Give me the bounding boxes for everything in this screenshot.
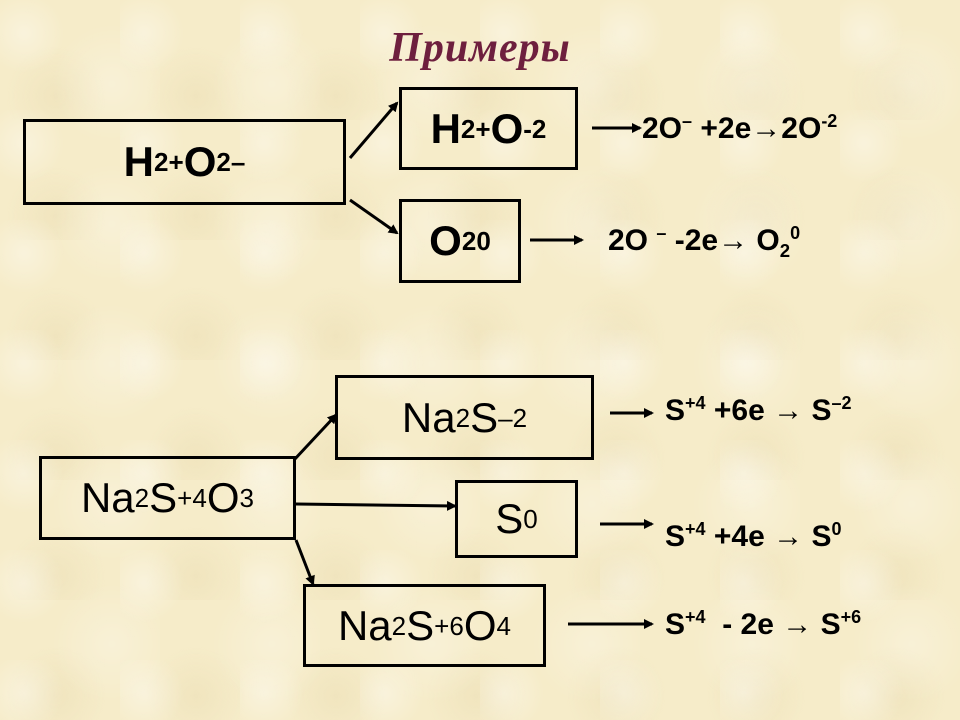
reaction-arrow: → bbox=[718, 224, 749, 257]
arrow-to-sulfate bbox=[294, 539, 315, 586]
arrow-to-sulfur bbox=[295, 500, 457, 511]
arrow-to-sulfide bbox=[292, 413, 338, 462]
equation-sulfur-to-sulfide: S+4 +6e → S–2 bbox=[665, 393, 852, 427]
reaction-arrow: → bbox=[751, 112, 782, 145]
reaction-arrow: → bbox=[773, 394, 804, 427]
equation-oxygen-oxidation: 2O – -2e→ O20 bbox=[608, 223, 801, 261]
arrow-to-water bbox=[348, 101, 399, 159]
reaction-arrow: → bbox=[782, 608, 813, 641]
equation-sulfur-to-sulfate: S+4 - 2e → S+6 bbox=[665, 607, 862, 641]
reaction-arrow: → bbox=[773, 520, 804, 553]
equation-sulfur-to-element: S+4 +4e → S0 bbox=[665, 519, 842, 553]
page-title: Примеры bbox=[389, 25, 571, 71]
equation-oxygen-reduction: 2O– +2e→2O-2 bbox=[642, 111, 838, 145]
arrow-to-oxygen bbox=[349, 198, 399, 235]
